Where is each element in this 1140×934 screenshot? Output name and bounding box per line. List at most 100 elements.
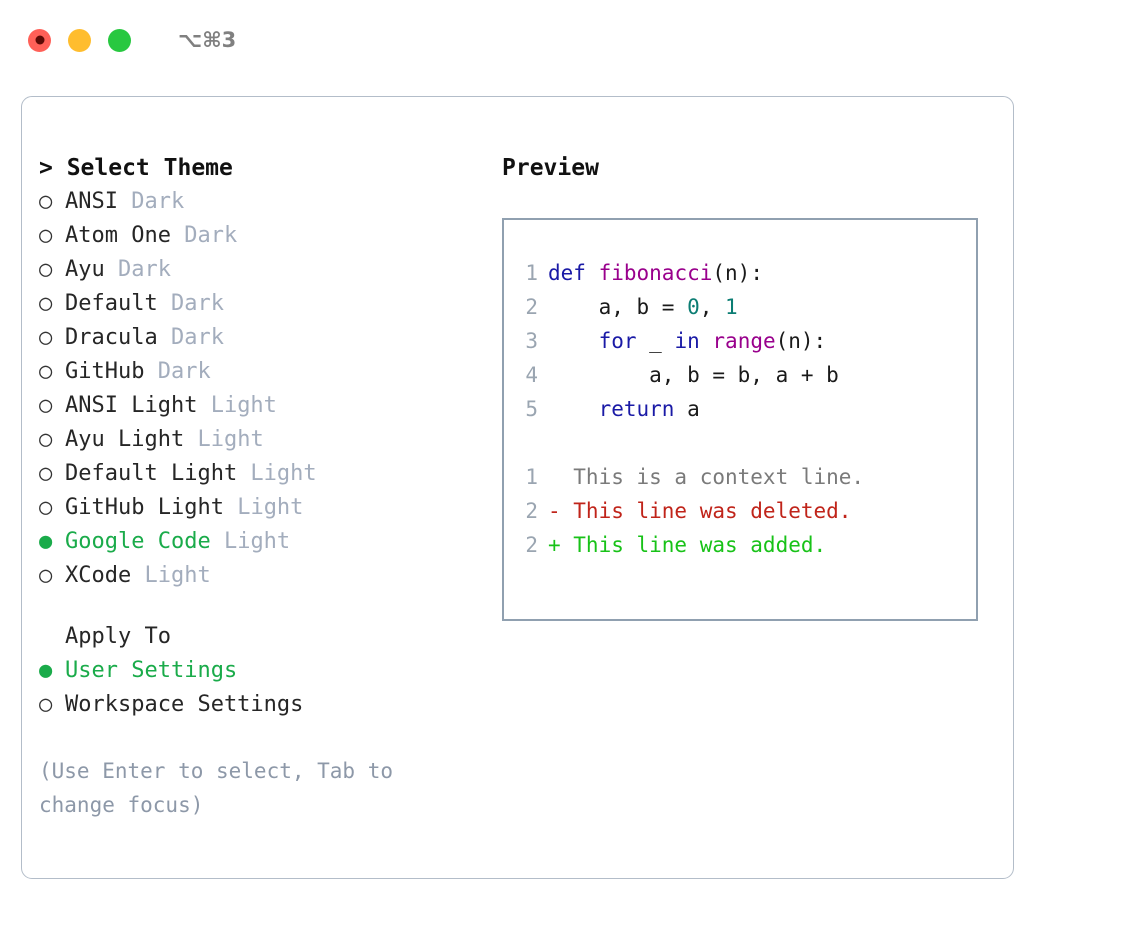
- theme-option-default[interactable]: ○Default Dark: [39, 287, 479, 321]
- diff-line-text: - This line was deleted.: [548, 499, 852, 523]
- theme-option-dracula[interactable]: ○ Dracula Dark: [39, 321, 479, 355]
- line-number: 1: [525, 465, 538, 489]
- code-token: [700, 329, 713, 353]
- line-number: 2: [525, 499, 538, 523]
- theme-list[interactable]: ○ ANSI Dark ○ Atom One Dark ○ Ayu Dark ○ Defaul…: [39, 185, 479, 593]
- theme-variant-badge: Dark: [117, 189, 185, 214]
- code-token: range: [712, 329, 776, 353]
- theme-option-atom-one[interactable]: ○Atom One Dark: [39, 219, 479, 253]
- theme-option-ayu[interactable]: ○Ayu Dark: [39, 253, 479, 287]
- theme-option-label: GitHub: [65, 359, 145, 384]
- theme-option-ayu-light[interactable]: ○Ayu Light Light: [39, 423, 479, 457]
- radio-unselected-icon: ○: [39, 291, 53, 316]
- theme-option-label: ANSI: [65, 189, 118, 214]
- code-token: for: [598, 329, 637, 353]
- diff-line-text: This is a context line.: [548, 465, 865, 489]
- radio-unselected-icon: ○: [39, 189, 53, 214]
- theme-option-google-code[interactable]: ●Google Code Light: [39, 525, 479, 559]
- code-token: [548, 397, 599, 421]
- code-token: 0: [687, 295, 700, 319]
- close-button[interactable]: [28, 28, 51, 52]
- hint-spacer: [39, 722, 479, 754]
- theme-option-label: GitHub Light: [65, 495, 224, 520]
- apply-to-heading: Apply To: [65, 624, 171, 649]
- code-line: 2 a, b = 0, 1: [504, 290, 976, 324]
- code-line: 4 a, b = b, a + b: [504, 358, 976, 392]
- select-theme-heading: > Select Theme: [39, 155, 233, 181]
- theme-variant-badge: Light: [131, 563, 211, 588]
- diff-sample: 1 This is a context line. 2 - This line wa…: [504, 460, 976, 562]
- theme-option-default-light[interactable]: ○ Default Light Light: [39, 457, 479, 491]
- radio-selected-icon: ●: [39, 658, 53, 683]
- radio-unselected-icon: ○: [39, 461, 53, 486]
- theme-variant-badge: Dark: [144, 359, 211, 384]
- content-panel: > Select Theme ○ANSI Dark○Atom One Dark○…: [21, 96, 1014, 879]
- code-token: def: [548, 261, 586, 285]
- code-line-text: for _ in range(n):: [548, 324, 827, 358]
- apply-to-option-label: Workspace Settings: [65, 692, 304, 717]
- theme-option-label: Default: [65, 291, 158, 316]
- radio-unselected-icon: ○: [39, 223, 53, 248]
- code-token: [548, 329, 599, 353]
- theme-option-label: Atom One: [65, 223, 171, 248]
- theme-option-label: Ayu: [65, 257, 105, 282]
- theme-option-github[interactable]: ○ GitHub Dark: [39, 355, 479, 389]
- diff-line-text: + This line was added.: [548, 533, 827, 557]
- code-line-text: def fibonacci(n):: [548, 256, 763, 290]
- code-token: return: [598, 397, 675, 421]
- code-line-text: a, b = 0, 1: [548, 290, 738, 324]
- line-number: 5: [525, 397, 538, 421]
- theme-variant-badge: Dark: [157, 325, 224, 350]
- line-number: 1: [525, 261, 538, 285]
- radio-unselected-icon: ○: [39, 393, 53, 418]
- apply-to-option-workspace-settings[interactable]: ○Workspace Settings: [39, 688, 479, 722]
- keyboard-shortcut-label: ⌥⌘3: [178, 28, 237, 52]
- code-token: [586, 261, 599, 285]
- preview-heading: Preview: [502, 155, 599, 181]
- diff-line: 1 This is a context line.: [504, 460, 976, 494]
- theme-variant-badge: Light: [197, 393, 277, 418]
- radio-unselected-icon: ○: [39, 495, 53, 520]
- apply-to-option-user-settings[interactable]: ● User Settings: [39, 654, 479, 688]
- theme-option-github-light[interactable]: ○ GitHub Light Light: [39, 491, 479, 525]
- code-line: 5 return a: [504, 392, 976, 426]
- theme-variant-badge: Light: [210, 529, 291, 554]
- theme-option-ansi-light[interactable]: ○ ANSI Light Light: [39, 389, 479, 423]
- apply-to-option-label: User Settings: [65, 658, 238, 683]
- radio-unselected-icon: ○: [39, 257, 53, 282]
- theme-option-ansi[interactable]: ○ ANSI Dark: [39, 185, 479, 219]
- code-token: 1: [725, 295, 738, 319]
- radio-unselected-icon: ○: [39, 359, 53, 384]
- code-line-text: a, b = b, a + b: [548, 358, 839, 392]
- theme-variant-badge: Light: [237, 461, 317, 486]
- apply-to-list[interactable]: ● User Settings ○Workspace Settings: [39, 654, 479, 722]
- theme-option-label: Default Light: [65, 461, 238, 486]
- theme-option-xcode[interactable]: ○ XCode Light: [39, 559, 479, 593]
- diff-line: 2 - This line was deleted.: [504, 494, 976, 528]
- code-token: (n):: [775, 329, 827, 353]
- title-bar: ⌥⌘3: [0, 0, 1140, 80]
- line-number: 3: [525, 329, 538, 353]
- radio-unselected-icon: ○: [39, 325, 53, 350]
- code-line: 1 def fibonacci(n):: [504, 256, 976, 290]
- code-token: a: [674, 397, 700, 421]
- minimize-button[interactable]: [68, 28, 91, 52]
- theme-variant-badge: Light: [184, 427, 264, 452]
- maximize-button[interactable]: [108, 28, 131, 52]
- theme-variant-badge: Light: [223, 495, 304, 520]
- radio-unselected-icon: ○: [39, 563, 53, 588]
- code-line-text: return a: [548, 392, 700, 426]
- theme-option-label: XCode: [65, 563, 132, 588]
- code-token: a, b = b, a + b: [548, 363, 839, 387]
- theme-option-label: ANSI Light: [65, 393, 198, 418]
- theme-option-label: Dracula: [65, 325, 158, 350]
- keyboard-hint-text: (Use Enter to select, Tab to change focu…: [39, 759, 406, 817]
- radio-selected-icon: ●: [39, 529, 53, 554]
- theme-option-label: Ayu Light: [65, 427, 185, 452]
- diff-line: 2+ This line was added.: [504, 528, 976, 562]
- code-token: fibonacci: [598, 261, 713, 285]
- code-token: (n):: [712, 261, 763, 285]
